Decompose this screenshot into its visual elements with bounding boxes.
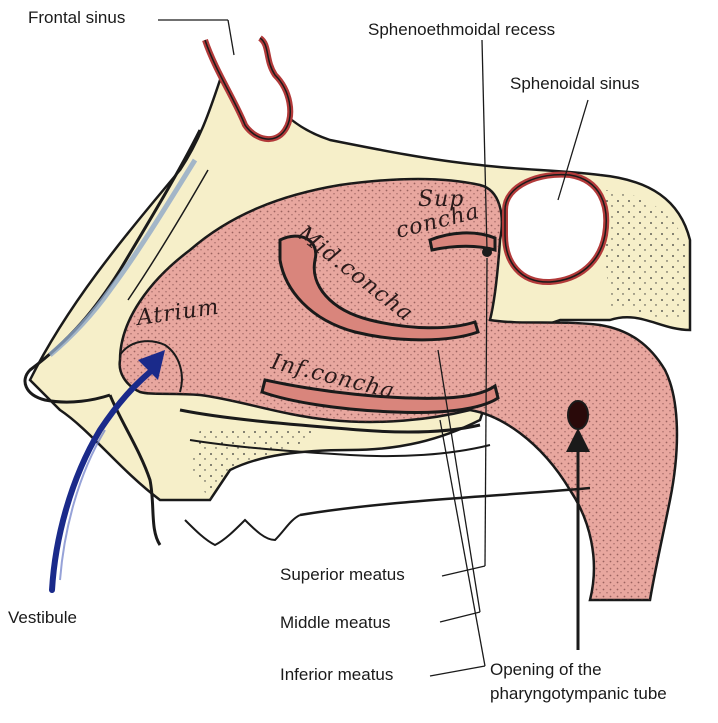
teeth xyxy=(184,514,301,547)
nose-cartilage xyxy=(48,158,198,357)
arrow-vestibule-shaft xyxy=(49,369,153,593)
hard-palate xyxy=(179,408,481,434)
nose-inner-line xyxy=(127,169,209,301)
label-superior-meatus: Superior meatus xyxy=(280,565,405,584)
leader-superior-meatus-up xyxy=(484,257,488,567)
label-pharyngotympanic-line2: pharyngotympanic tube xyxy=(490,684,667,703)
arrow-vestibule-highlight xyxy=(59,429,106,581)
leader-sphenoethmoidal xyxy=(481,39,488,251)
label-inferior-meatus: Inferior meatus xyxy=(280,665,394,684)
pharyngotympanic-opening xyxy=(567,400,589,430)
leader-inferior-meatus xyxy=(429,665,486,677)
palate-lower-edge xyxy=(189,439,491,458)
frontal-sinus-outline xyxy=(204,37,291,140)
label-sphenoethmoidal-recess: Sphenoethmoidal recess xyxy=(368,20,556,39)
sphenoidal-sinus-outline xyxy=(504,173,607,283)
sphenoid-bone-texture xyxy=(600,190,685,320)
label-sphenoidal-sinus: Sphenoidal sinus xyxy=(510,74,640,93)
arrow-pharyngotympanic-head xyxy=(566,428,590,452)
label-pharyngotympanic-line1: Opening of the xyxy=(490,660,602,679)
mouth-floor xyxy=(299,486,591,517)
leader-middle-meatus-up xyxy=(437,349,481,613)
leader-sphenoidal xyxy=(557,99,589,201)
sphenoidal-sinus xyxy=(502,171,610,286)
label-middle-meatus: Middle meatus xyxy=(280,613,391,632)
upper-lip xyxy=(108,394,162,546)
sphenoethmoidal-recess-spot xyxy=(482,247,492,257)
leader-superior-meatus xyxy=(441,565,486,577)
palate-bone-texture xyxy=(190,430,320,500)
arrow-vestibule-head xyxy=(138,350,165,380)
inferior-concha xyxy=(260,378,500,414)
vestibule-region xyxy=(119,340,183,393)
nasal-cavity-stipple xyxy=(119,178,677,600)
superior-concha xyxy=(428,231,497,253)
leader-frontal-sinus-down xyxy=(227,19,235,56)
label-vestibule: Vestibule xyxy=(8,608,77,627)
leader-middle-meatus xyxy=(439,611,481,623)
middle-concha xyxy=(278,234,480,342)
leader-inferior-meatus-up xyxy=(439,419,486,667)
label-sup: Sup xyxy=(418,187,464,212)
label-frontal-sinus: Frontal sinus xyxy=(28,8,126,27)
